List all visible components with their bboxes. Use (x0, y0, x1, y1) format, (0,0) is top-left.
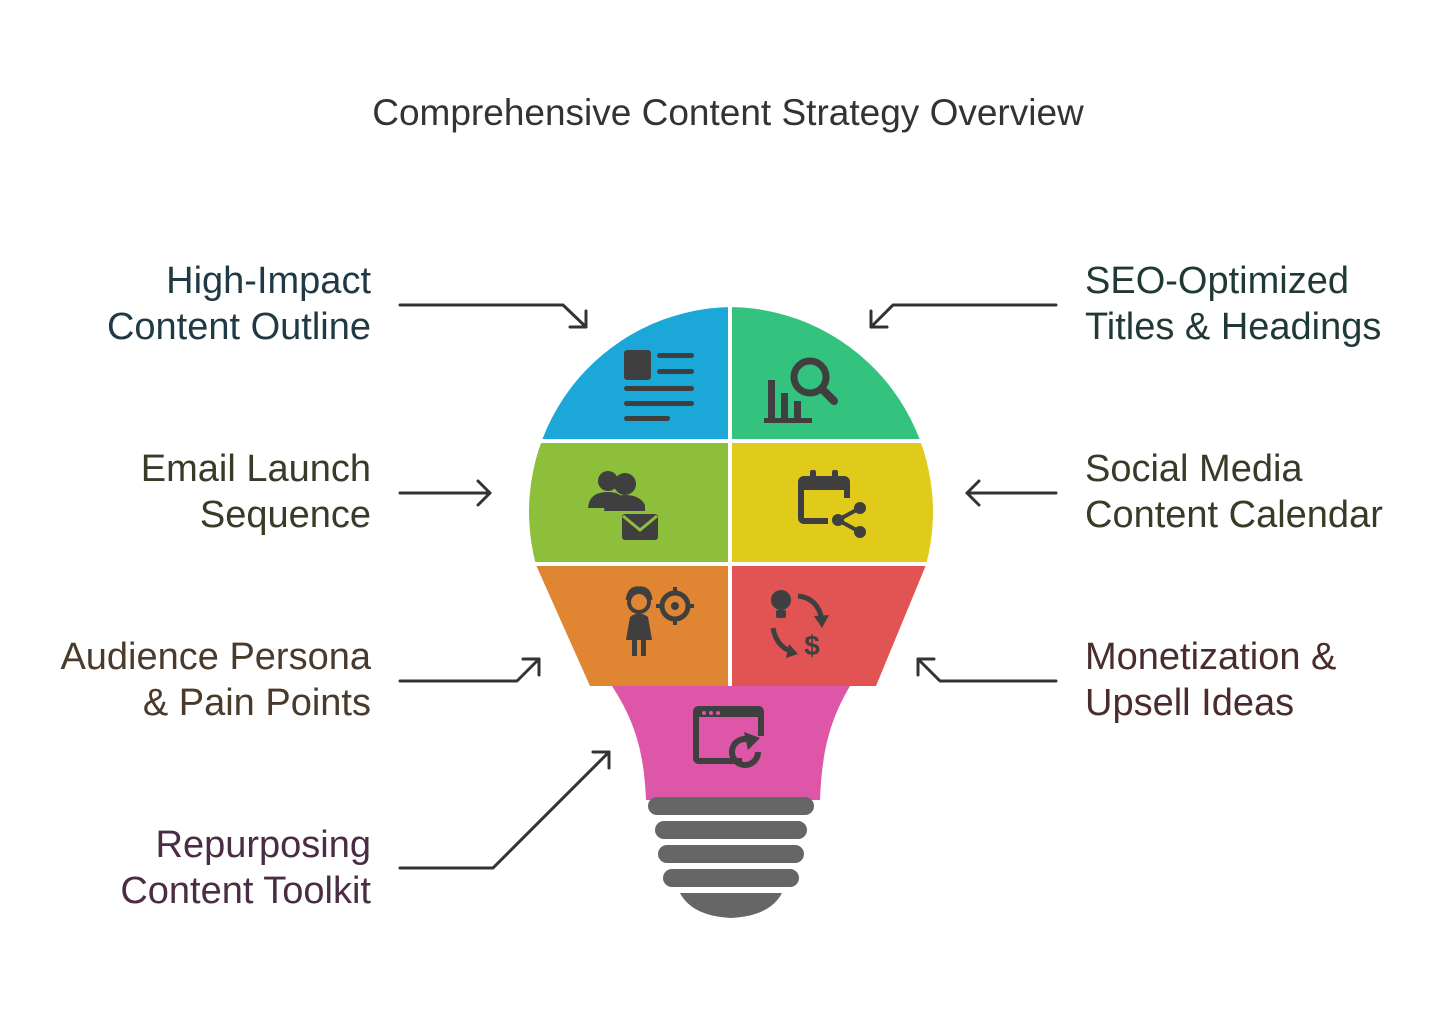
segment-monetization (732, 566, 933, 686)
idea-money-cycle-icon: $ (770, 590, 829, 661)
chart-magnifier-icon (764, 357, 838, 423)
browser-refresh-icon (693, 706, 764, 768)
arrow-seo-titles (869, 303, 1058, 329)
bulb-screw-base (648, 797, 814, 918)
arrow-social-calendar (965, 479, 1058, 507)
arrow-repurposing-toolkit (398, 750, 611, 870)
segment-email-sequence (529, 443, 728, 562)
segment-audience-persona (529, 566, 728, 686)
arrow-email-sequence (398, 479, 492, 507)
users-envelope-icon (588, 471, 658, 540)
arrow-monetization (916, 657, 1058, 683)
svg-text:$: $ (804, 630, 820, 661)
segment-repurposing-toolkit (612, 686, 850, 800)
document-outline-icon (624, 350, 694, 421)
segment-social-calendar (732, 443, 933, 562)
label-monetization: Monetization &Upsell Ideas (1085, 636, 1337, 724)
label-audience-persona: Audience Persona& Pain Points (60, 636, 371, 724)
persona-target-icon (625, 586, 694, 656)
diagram-title: Comprehensive Content Strategy Overview (372, 92, 1084, 133)
calendar-share-icon (798, 470, 866, 538)
arrow-content-outline (398, 303, 588, 329)
arrow-audience-persona (398, 657, 541, 683)
